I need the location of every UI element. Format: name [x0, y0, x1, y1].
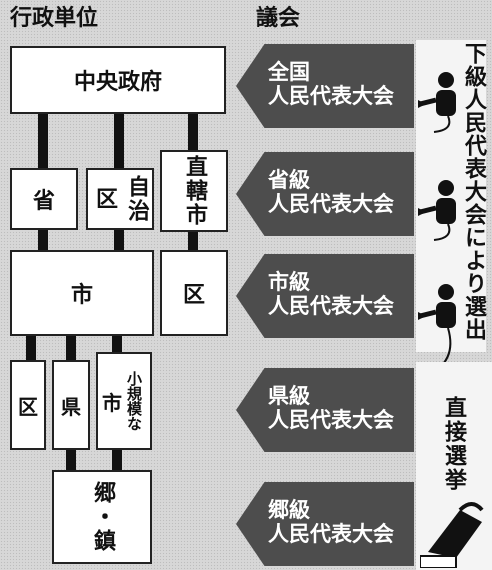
- assembly-label-line1: 省級: [268, 168, 310, 192]
- connector: [114, 110, 124, 170]
- assembly-label-line2: 人民代表大会: [268, 408, 394, 432]
- assembly-label-line2: 人民代表大会: [268, 84, 394, 108]
- direct-election-label: 直接選挙: [441, 396, 466, 492]
- assembly-label-line2: 人民代表大会: [268, 192, 394, 216]
- indirect-election-label: 下級人民代表大会により選出: [461, 42, 486, 341]
- district-label: 区: [18, 394, 38, 419]
- province-box: 省: [10, 168, 78, 230]
- province-label: 省: [32, 189, 55, 214]
- connector: [38, 110, 48, 170]
- connector: [188, 110, 198, 170]
- small-city-label: 市: [102, 390, 122, 415]
- assembly-label-line2: 人民代表大会: [268, 294, 394, 318]
- municipality-label: 直轄市: [182, 155, 207, 227]
- county-label: 県: [61, 394, 81, 419]
- township-label: 郷・鎮: [90, 481, 115, 553]
- small-scale-note: 小規模な: [125, 371, 143, 431]
- district-box: 区: [10, 360, 46, 450]
- municipality-box: 直轄市: [160, 150, 228, 232]
- autonomous-region-box: 自治区: [86, 168, 154, 230]
- autonomous-region-label: 自治区: [92, 175, 149, 223]
- city-label: 市: [70, 283, 93, 308]
- provincial-assembly-arrow: 省級人民代表大会: [236, 152, 414, 236]
- district-right-label: 区: [182, 283, 205, 308]
- assembly-label-line2: 人民代表大会: [268, 522, 394, 546]
- small-city-box: 市 小規模な: [96, 352, 152, 450]
- assembly-label-line1: 市級: [268, 270, 310, 294]
- admin-units-heading: 行政単位: [10, 6, 99, 31]
- connector: [112, 446, 122, 474]
- person-icon: [418, 284, 456, 377]
- connector: [26, 334, 36, 362]
- assemblies-heading: 議会: [256, 6, 301, 31]
- assembly-label-line1: 全国: [268, 60, 310, 84]
- county-box: 県: [52, 360, 90, 450]
- city-assembly-arrow: 市級人民代表大会: [236, 254, 414, 338]
- person-icon: [418, 72, 456, 133]
- connector: [112, 334, 122, 362]
- assembly-label-line1: 郷級: [268, 498, 310, 522]
- township-box: 郷・鎮: [52, 470, 152, 564]
- connector: [188, 228, 198, 252]
- connector: [66, 334, 76, 362]
- connector: [114, 228, 124, 252]
- person-icon: [418, 180, 456, 241]
- county-assembly-arrow: 県級人民代表大会: [236, 368, 414, 452]
- connector: [66, 446, 76, 474]
- national-assembly-arrow: 全国人民代表大会: [236, 44, 414, 128]
- central-government-label: 中央政府: [73, 70, 162, 95]
- connector: [38, 228, 48, 252]
- township-assembly-arrow: 郷級人民代表大会: [236, 482, 414, 566]
- district-box-right: 区: [160, 250, 228, 336]
- city-box: 市: [10, 250, 154, 336]
- assembly-label-line1: 県級: [268, 384, 310, 408]
- voting-hand-icon: [420, 502, 484, 568]
- central-government-box: 中央政府: [10, 46, 226, 114]
